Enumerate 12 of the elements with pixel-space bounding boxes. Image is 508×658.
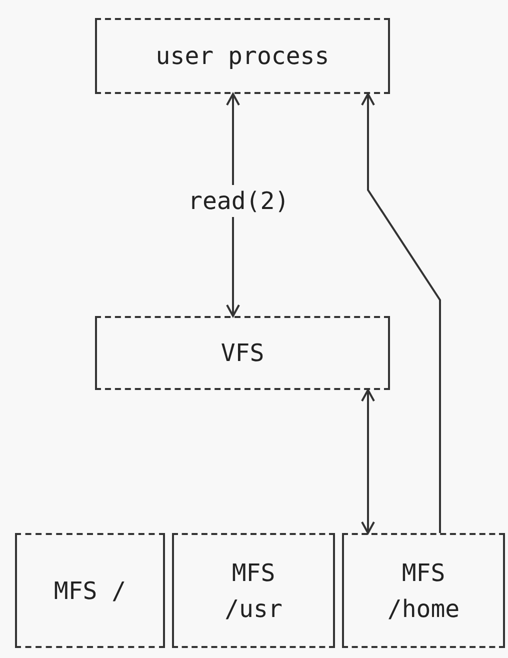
process-box [342, 533, 505, 648]
node-label: MFS /usr [224, 558, 284, 624]
node-label: MFS /home [386, 558, 461, 624]
node-label: user process [156, 41, 330, 72]
process-box [172, 533, 335, 648]
process-box [95, 316, 390, 390]
process-box [15, 533, 165, 648]
arrow [361, 389, 375, 534]
node-label: MFS / [52, 576, 128, 606]
node-label: VFS [220, 338, 264, 369]
process-box [95, 18, 390, 94]
arrow [361, 93, 441, 533]
